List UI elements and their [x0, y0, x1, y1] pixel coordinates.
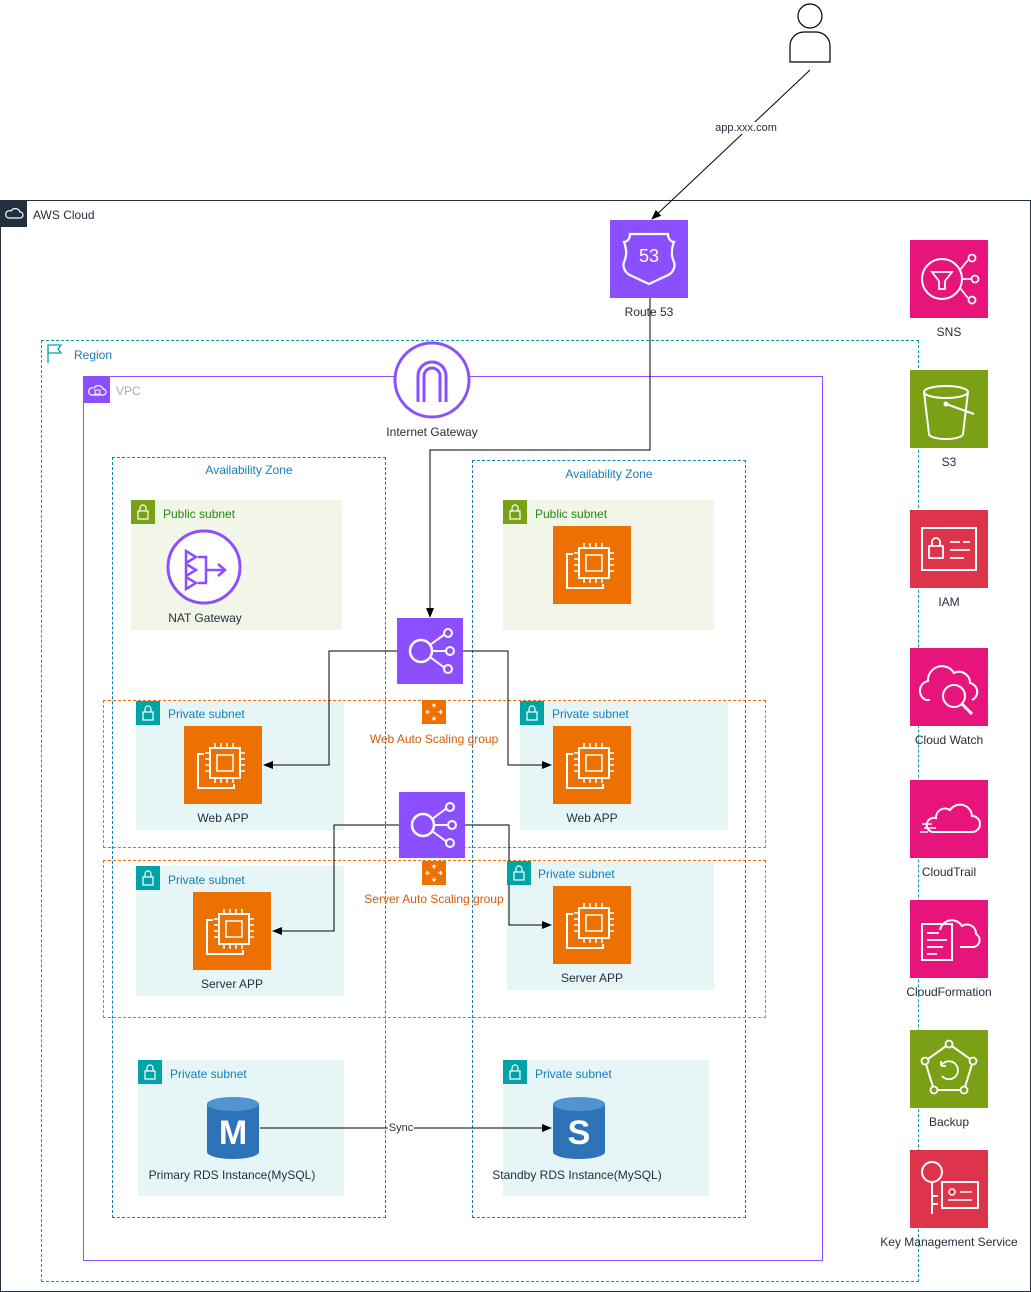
user-edge-label: app.xxx.com [714, 122, 778, 134]
server-load-balancer-icon[interactable] [399, 792, 465, 858]
web-elb-to-web-right-edge [463, 650, 552, 769]
private-subnet-web-right-label: Private subnet [552, 707, 629, 721]
region-label: Region [74, 348, 113, 362]
lock-icon [520, 701, 544, 725]
sync-edge-label: Sync [387, 1122, 415, 1134]
aws-cloud-label: AWS Cloud [33, 208, 95, 222]
lock-icon [131, 500, 155, 524]
private-subnet-web-left-label: Private subnet [168, 707, 245, 721]
lock-icon [507, 861, 531, 885]
az-right-group [472, 460, 746, 1218]
vpc-badge [84, 377, 110, 403]
private-subnet-db-left-label: Private subnet [170, 1067, 247, 1081]
web-auto-scaling-label: Web Auto Scaling group [369, 732, 499, 746]
web-load-balancer-icon[interactable] [397, 618, 463, 684]
nat-gateway-icon[interactable] [164, 527, 244, 607]
web-elb-to-web-left-edge [263, 650, 397, 769]
rds-primary-letter: M [218, 1114, 248, 1152]
lock-icon [136, 701, 160, 725]
server-elb-to-server-left-edge [272, 824, 399, 935]
lock-icon [503, 1060, 527, 1084]
server-app-left-label: Server APP [200, 977, 264, 991]
rds-primary-label: Primary RDS Instance(MySQL) [148, 1168, 316, 1182]
user-icon [789, 3, 831, 63]
ec2-icon[interactable] [184, 726, 262, 804]
ec2-icon[interactable] [553, 886, 631, 964]
route53-to-web-elb-edge [426, 298, 651, 618]
web-app-right-label: Web APP [566, 811, 618, 825]
user-to-route53-edge [651, 69, 811, 220]
cloudwatch-icon[interactable] [910, 648, 988, 726]
cloudtrail-label: CloudTrail [921, 865, 977, 879]
ec2-icon[interactable] [193, 892, 271, 970]
vpc-cloud-icon [88, 385, 107, 396]
private-subnet-server-right-label: Private subnet [538, 867, 615, 881]
private-subnet-db-right-label: Private subnet [535, 1067, 612, 1081]
ec2-icon[interactable] [553, 726, 631, 804]
sns-label: SNS [936, 325, 962, 339]
key-management-icon[interactable] [910, 1150, 988, 1228]
rds-standby-letter: S [567, 1114, 591, 1152]
server-auto-scaling-group [103, 860, 766, 1018]
route53-shield-icon [622, 232, 676, 286]
cloud-icon [5, 208, 24, 219]
server-auto-scaling-icon [422, 861, 446, 885]
public-subnet-left-label: Public subnet [163, 507, 236, 521]
cloudformation-icon[interactable] [910, 900, 988, 978]
lock-icon [136, 866, 160, 890]
s3-bucket-icon[interactable] [910, 370, 988, 448]
vpc-label: VPC [116, 384, 141, 398]
route53-node[interactable]: 53 [610, 220, 688, 298]
lock-icon [503, 500, 527, 524]
database-icon [553, 1097, 605, 1159]
server-app-right-label: Server APP [560, 971, 624, 985]
ec2-icon[interactable] [553, 526, 631, 604]
route53-badge-text: 53 [638, 246, 660, 266]
route53-label: Route 53 [624, 305, 674, 319]
server-auto-scaling-label: Server Auto Scaling group [364, 892, 504, 906]
cloudformation-label: CloudFormation [906, 985, 992, 999]
iam-label: IAM [938, 595, 960, 609]
az-left-label: Availability Zone [205, 463, 293, 477]
region-badge [42, 341, 68, 367]
rds-standby-label: Standby RDS Instance(MySQL) [492, 1168, 662, 1182]
web-app-left-label: Web APP [197, 811, 249, 825]
s3-label: S3 [941, 455, 957, 469]
web-auto-scaling-icon [422, 700, 446, 724]
sns-icon[interactable] [910, 240, 988, 318]
internet-gateway-label: Internet Gateway [386, 425, 478, 439]
iam-icon[interactable] [910, 510, 988, 588]
rds-primary-node[interactable]: M [206, 1096, 260, 1160]
cloudtrail-icon[interactable] [910, 780, 988, 858]
cloudwatch-label: Cloud Watch [914, 733, 984, 747]
flag-icon [47, 344, 63, 363]
key-management-label: Key Management Service [880, 1235, 1018, 1249]
database-icon [207, 1097, 259, 1159]
az-left-group [112, 457, 386, 1218]
az-right-label: Availability Zone [565, 467, 653, 481]
nat-gateway-label: NAT Gateway [168, 611, 242, 625]
rds-standby-node[interactable]: S [552, 1096, 606, 1160]
public-subnet-right-label: Public subnet [535, 507, 608, 521]
backup-label: Backup [928, 1115, 970, 1129]
private-subnet-server-left-label: Private subnet [168, 873, 245, 887]
backup-icon[interactable] [910, 1030, 988, 1108]
aws-cloud-badge [1, 201, 27, 227]
lock-icon [138, 1060, 162, 1084]
internet-gateway-icon[interactable] [392, 340, 472, 420]
